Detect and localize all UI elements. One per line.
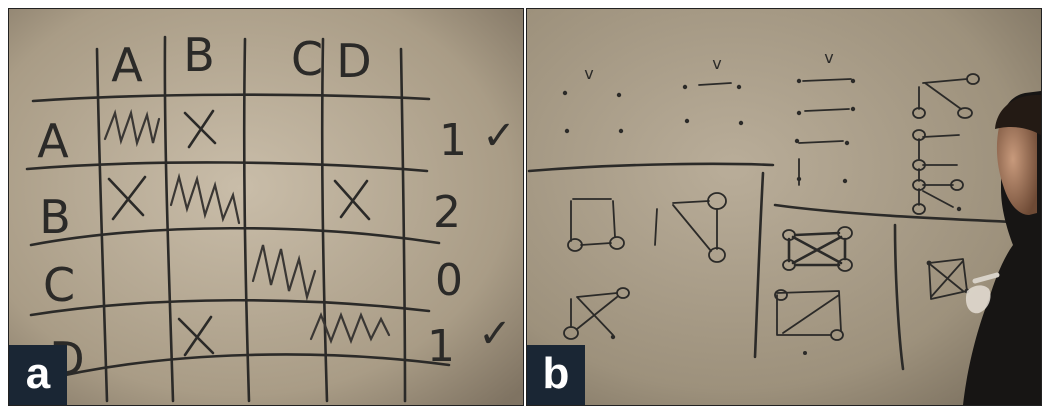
x-mark-db (177, 315, 215, 357)
grid-line-h5 (37, 353, 451, 383)
panel-b-label: b (527, 345, 585, 405)
x-mark-ab (183, 109, 217, 149)
grid-line-h1 (31, 93, 431, 103)
row-count-b: 2 (433, 187, 461, 238)
top-mark-1: v (584, 64, 593, 83)
whiteboard-b-drawing: v v v (527, 9, 1041, 405)
grid-line-v3 (242, 37, 251, 403)
row-count-d: 1 (427, 321, 455, 372)
panel-a-label: a (9, 345, 67, 405)
dot-group-3 (794, 78, 856, 186)
divider-vertical-right (893, 223, 905, 371)
whiteboard-a-surface (9, 9, 523, 405)
divider-horizontal-left (527, 162, 775, 173)
dot-group-1 (562, 90, 624, 134)
dot-group-2 (682, 82, 744, 126)
top-mark-2: v (712, 54, 721, 73)
x-mark-ba (107, 175, 147, 221)
grid-line-v1 (95, 47, 109, 403)
column-header-d: D (336, 34, 371, 88)
row-check-a: ✓ (482, 113, 516, 159)
column-header-a: A (111, 38, 143, 92)
hatched-cell-bb (169, 172, 241, 225)
graph-triangle (672, 192, 727, 263)
divider-horizontal-right (773, 203, 1039, 225)
presenter-person (963, 91, 1041, 405)
graph-chain-top-right (912, 73, 980, 215)
grid-line-v4 (320, 37, 329, 403)
row-count-a: 1 (439, 115, 467, 166)
hatched-cell-dd (309, 311, 391, 345)
graph-rectangle-diagonal (774, 289, 844, 355)
graph-square-left (567, 198, 658, 252)
grid-line-v2 (163, 35, 175, 403)
row-header-c: C (43, 258, 75, 312)
grid-line-h2 (25, 161, 429, 173)
grid-line-h4 (29, 298, 431, 317)
graph-crossed-left (563, 287, 630, 340)
divider-vertical-left (753, 171, 765, 359)
row-header-a: A (37, 114, 69, 168)
row-header-b: B (39, 190, 71, 244)
grid-line-v5 (399, 47, 407, 403)
column-header-c: C (291, 32, 323, 86)
hatched-cell-cc (251, 244, 317, 302)
row-count-c: 0 (435, 255, 463, 306)
grid-line-h3 (29, 226, 441, 247)
x-mark-bd (333, 179, 371, 221)
top-mark-3: v (824, 48, 833, 67)
whiteboard-a-drawing: A B C D A B C D (9, 9, 523, 405)
panel-a-whiteboard-photo: A B C D A B C D (8, 8, 524, 406)
hatched-cell-aa (103, 108, 161, 148)
column-header-b: B (183, 28, 215, 82)
panel-b-whiteboard-photo: v v v (526, 8, 1042, 406)
graph-complete-k4 (782, 226, 853, 272)
row-check-d: ✓ (478, 311, 512, 357)
